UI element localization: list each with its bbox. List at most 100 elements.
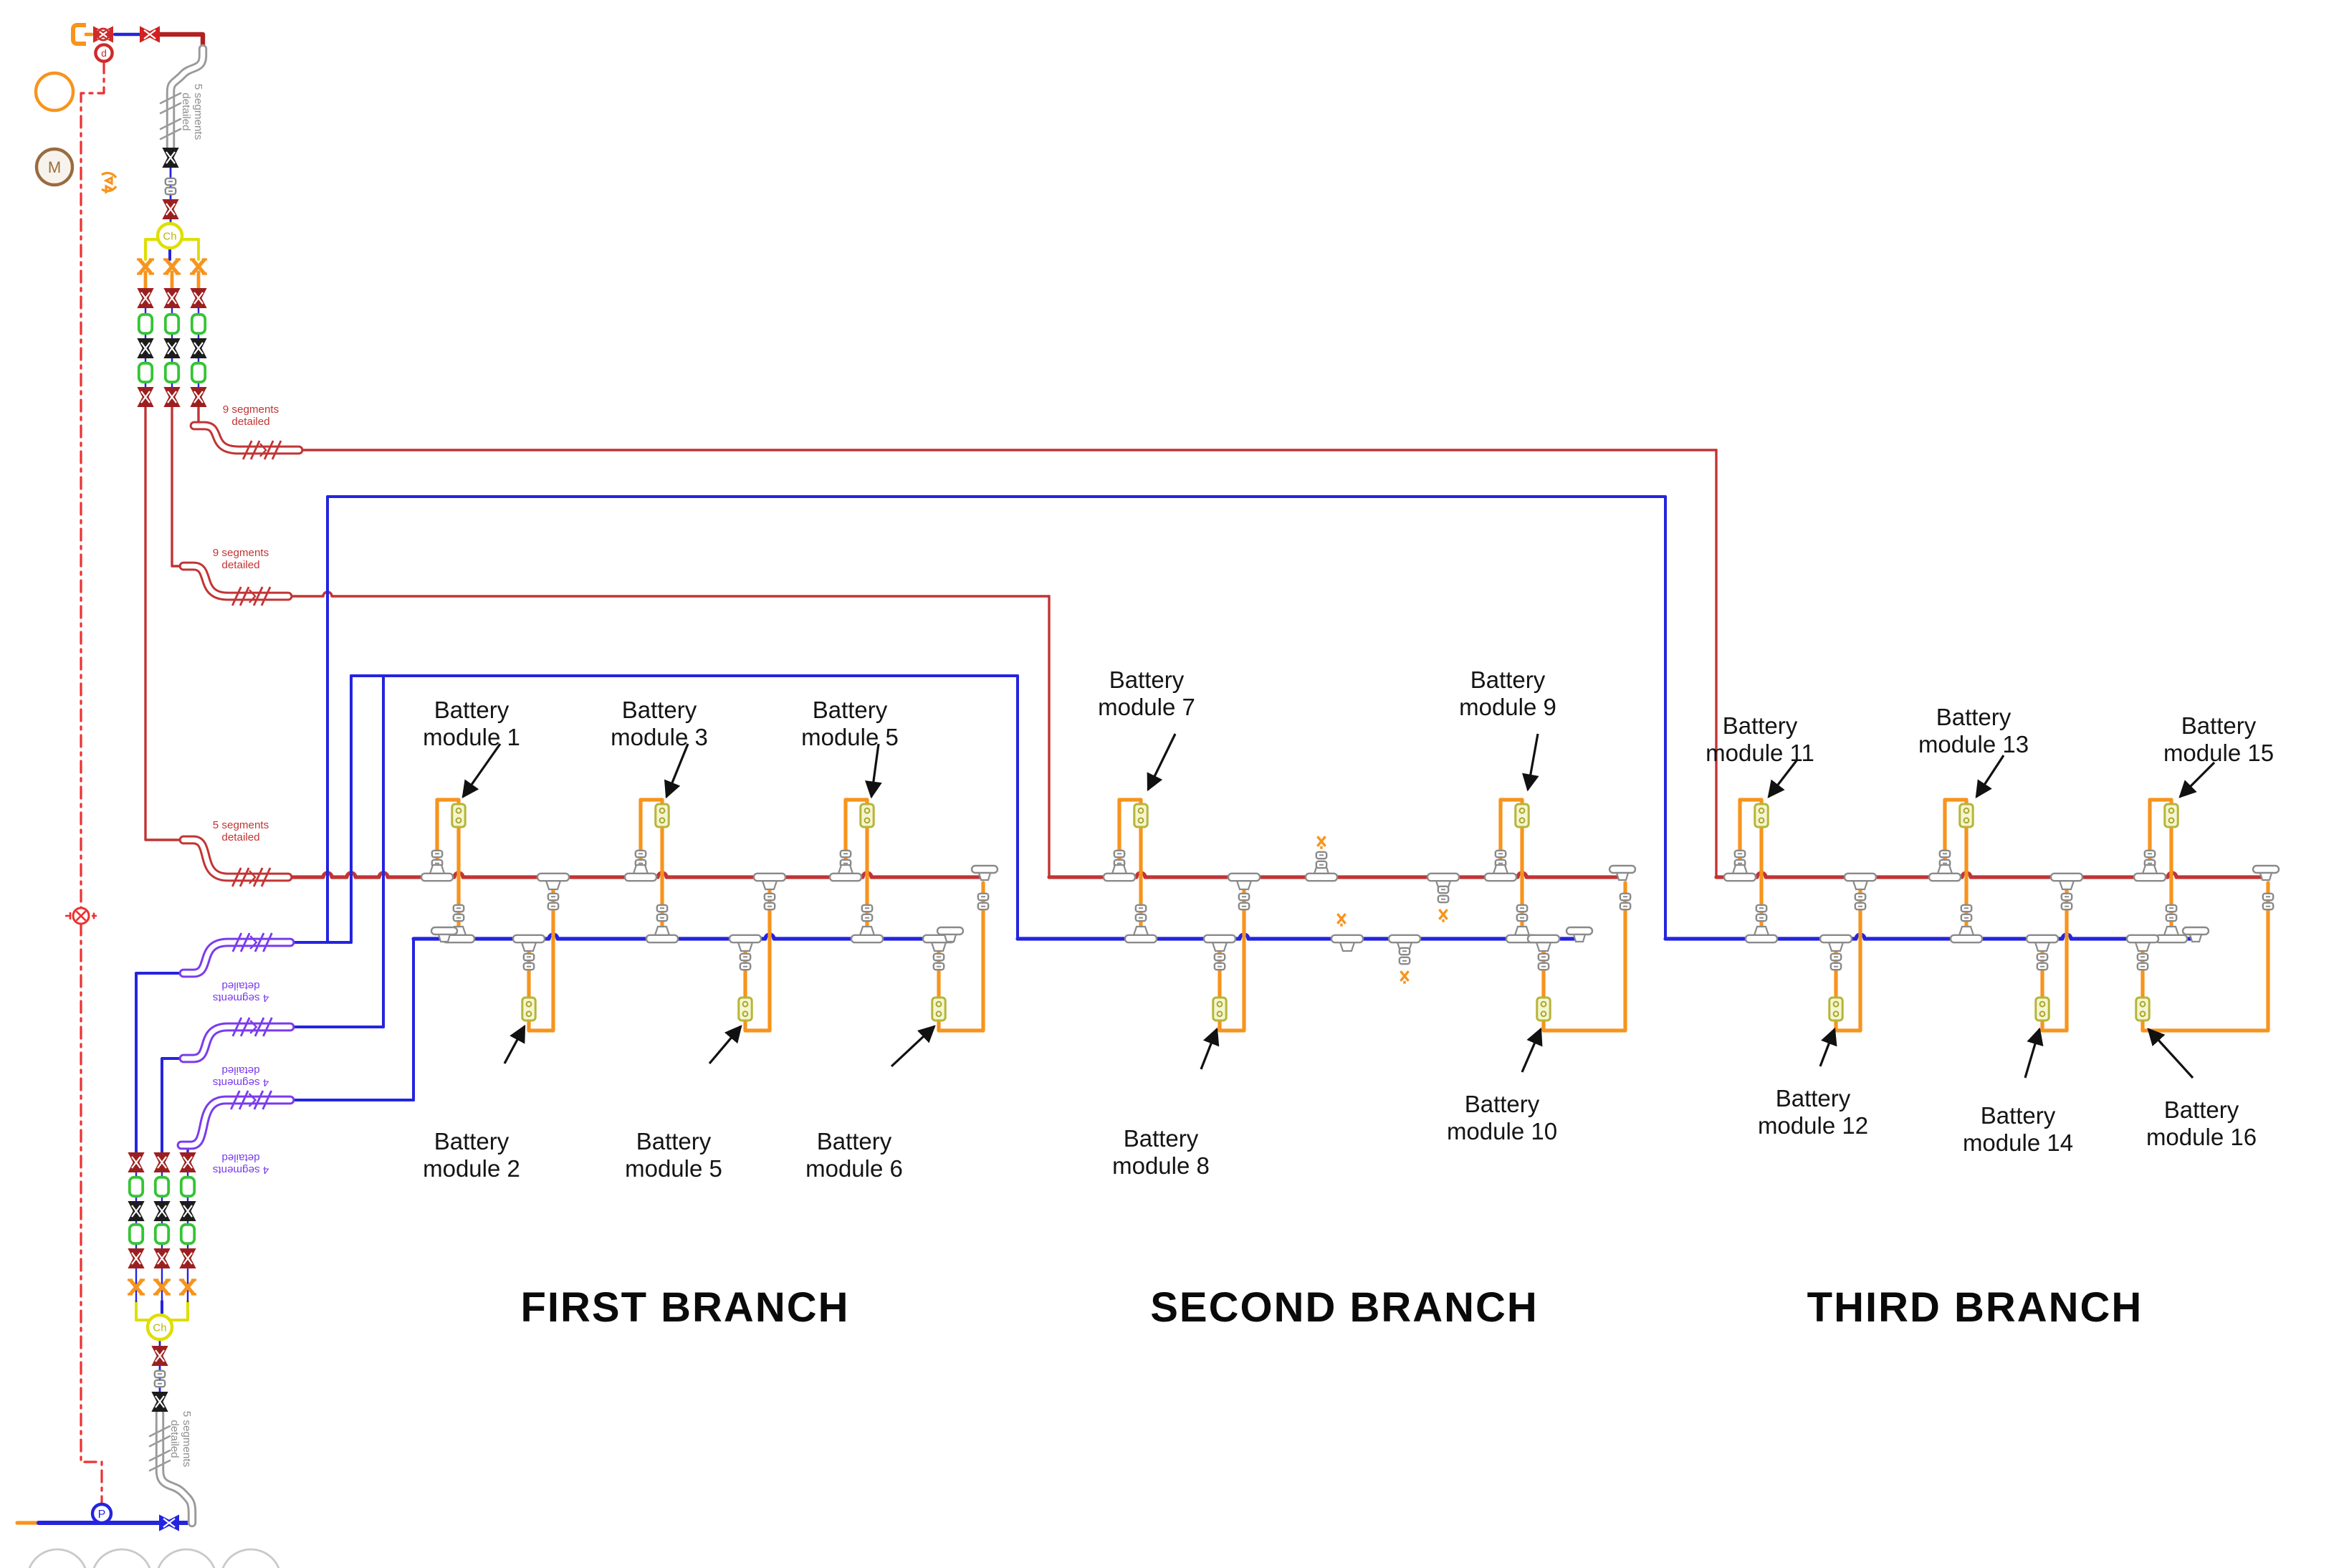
quick-coupling-icon[interactable] (1134, 904, 1147, 922)
tee-junction-icon[interactable] (1744, 925, 1779, 944)
quick-coupling-icon[interactable] (932, 952, 945, 971)
sensor-probe-icon[interactable] (1438, 909, 1448, 922)
battery-cell-icon[interactable] (2034, 996, 2050, 1022)
flex-hose-icon[interactable] (178, 561, 293, 606)
shutoff-valve-icon[interactable] (179, 1278, 196, 1296)
pipe-section-icon[interactable] (153, 1175, 171, 1198)
quick-coupling-icon[interactable] (656, 904, 669, 922)
battery-cell-icon[interactable] (1212, 996, 1228, 1022)
quick-coupling-icon[interactable] (1437, 885, 1450, 904)
battery-cell-icon[interactable] (737, 996, 753, 1022)
tee-junction-icon[interactable] (728, 934, 762, 952)
pipe-section-icon[interactable] (128, 1175, 145, 1198)
dark-red-valve-icon[interactable] (163, 288, 181, 308)
battery-cell-icon[interactable] (2163, 803, 2179, 828)
chiller-icon[interactable]: Ch (145, 1313, 174, 1342)
dark-red-valve-icon[interactable] (128, 1152, 145, 1172)
quick-coupling-icon[interactable] (522, 952, 535, 971)
flex-hose-icon[interactable] (178, 932, 295, 978)
tee-junction-icon[interactable] (2154, 925, 2189, 944)
flex-hose-icon[interactable] (178, 1017, 295, 1063)
battery-cell-icon[interactable] (654, 803, 670, 828)
tee-junction-icon[interactable] (1723, 864, 1757, 882)
end-cap-icon[interactable] (2181, 926, 2210, 943)
pipe-section-icon[interactable] (153, 1223, 171, 1246)
sensor-probe-icon[interactable] (1336, 913, 1347, 927)
quick-coupling-icon[interactable] (2165, 904, 2178, 922)
dark-red-valve-icon[interactable] (162, 199, 179, 219)
pipe-section-icon[interactable] (179, 1223, 196, 1246)
dark-red-valve-icon[interactable] (137, 288, 154, 308)
black-valve-icon[interactable] (137, 338, 154, 358)
battery-cell-icon[interactable] (2135, 996, 2151, 1022)
tee-junction-icon[interactable] (1102, 864, 1137, 882)
tee-junction-icon[interactable] (828, 864, 863, 882)
shutoff-valve-icon[interactable] (163, 258, 181, 275)
pipe-section-icon[interactable] (137, 312, 154, 335)
tee-junction-icon[interactable] (512, 934, 546, 952)
battery-cell-icon[interactable] (1958, 803, 1974, 828)
quick-coupling-icon[interactable] (1238, 892, 1250, 911)
tee-junction-icon[interactable] (1949, 925, 1984, 944)
quick-coupling-icon[interactable] (1516, 904, 1529, 922)
black-valve-icon[interactable] (153, 1201, 171, 1221)
tank-port-icon[interactable] (71, 23, 86, 46)
quick-coupling-icon[interactable] (547, 892, 560, 911)
check-valve-icon[interactable] (140, 26, 160, 43)
tee-junction-icon[interactable] (1819, 934, 1853, 952)
quick-coupling-icon[interactable] (1619, 892, 1632, 911)
flex-hose-icon[interactable] (176, 1090, 295, 1150)
quick-coupling-icon[interactable] (1960, 904, 1973, 922)
tee-junction-icon[interactable] (2049, 872, 2084, 891)
quick-coupling-icon[interactable] (1315, 851, 1328, 869)
tee-junction-icon[interactable] (420, 864, 454, 882)
shutoff-valve-icon[interactable] (128, 1278, 145, 1296)
dark-red-valve-icon[interactable] (179, 1152, 196, 1172)
quick-coupling-icon[interactable] (861, 904, 874, 922)
battery-cell-icon[interactable] (1536, 996, 1551, 1022)
quick-coupling-icon[interactable] (2060, 892, 2073, 911)
flex-hose-icon[interactable] (189, 421, 304, 460)
pipe-section-icon[interactable] (128, 1223, 145, 1246)
tee-junction-icon[interactable] (1526, 934, 1561, 952)
tee-junction-icon[interactable] (1330, 934, 1364, 952)
dark-red-valve-icon[interactable] (190, 387, 207, 407)
battery-cell-icon[interactable] (859, 803, 875, 828)
tee-junction-icon[interactable] (1928, 864, 1962, 882)
black-valve-icon[interactable] (128, 1201, 145, 1221)
shutoff-valve-icon[interactable] (137, 258, 154, 275)
pipe-section-icon[interactable] (137, 361, 154, 384)
quick-coupling-icon[interactable] (1829, 952, 1842, 971)
tee-junction-icon[interactable] (752, 872, 787, 891)
end-cap-icon[interactable] (430, 926, 459, 943)
quick-coupling-icon[interactable] (977, 892, 990, 911)
black-valve-icon[interactable] (162, 148, 179, 168)
dark-red-valve-icon[interactable] (163, 387, 181, 407)
battery-cell-icon[interactable] (451, 803, 467, 828)
sensor-probe-icon[interactable] (1400, 970, 1410, 984)
pipe-section-icon[interactable] (190, 312, 207, 335)
end-cap-icon[interactable] (970, 864, 999, 881)
dark-red-valve-icon[interactable] (179, 1248, 196, 1268)
battery-cell-icon[interactable] (1828, 996, 1844, 1022)
sensor-d-icon[interactable]: d (94, 43, 114, 63)
sensor-probe-icon[interactable] (1316, 836, 1326, 849)
motor-icon[interactable]: M (34, 147, 75, 187)
black-valve-icon[interactable] (179, 1201, 196, 1221)
pipe-section-icon[interactable] (163, 312, 181, 335)
quick-coupling-icon[interactable] (1755, 904, 1768, 922)
tee-junction-icon[interactable] (2025, 934, 2060, 952)
tee-junction-icon[interactable] (2125, 934, 2160, 952)
tee-junction-icon[interactable] (536, 872, 570, 891)
black-valve-icon[interactable] (151, 1392, 168, 1412)
tee-junction-icon[interactable] (1124, 925, 1158, 944)
flex-hose-icon[interactable] (178, 835, 293, 887)
quick-coupling-icon[interactable] (2136, 952, 2149, 971)
dark-red-valve-icon[interactable] (137, 387, 154, 407)
quick-coupling-icon[interactable] (1537, 952, 1550, 971)
dark-red-valve-icon[interactable] (153, 1248, 171, 1268)
tee-junction-icon[interactable] (1227, 872, 1261, 891)
signal-valve-icon[interactable] (65, 907, 97, 925)
quick-coupling-icon[interactable] (763, 892, 776, 911)
end-cap-icon[interactable] (1608, 864, 1637, 881)
